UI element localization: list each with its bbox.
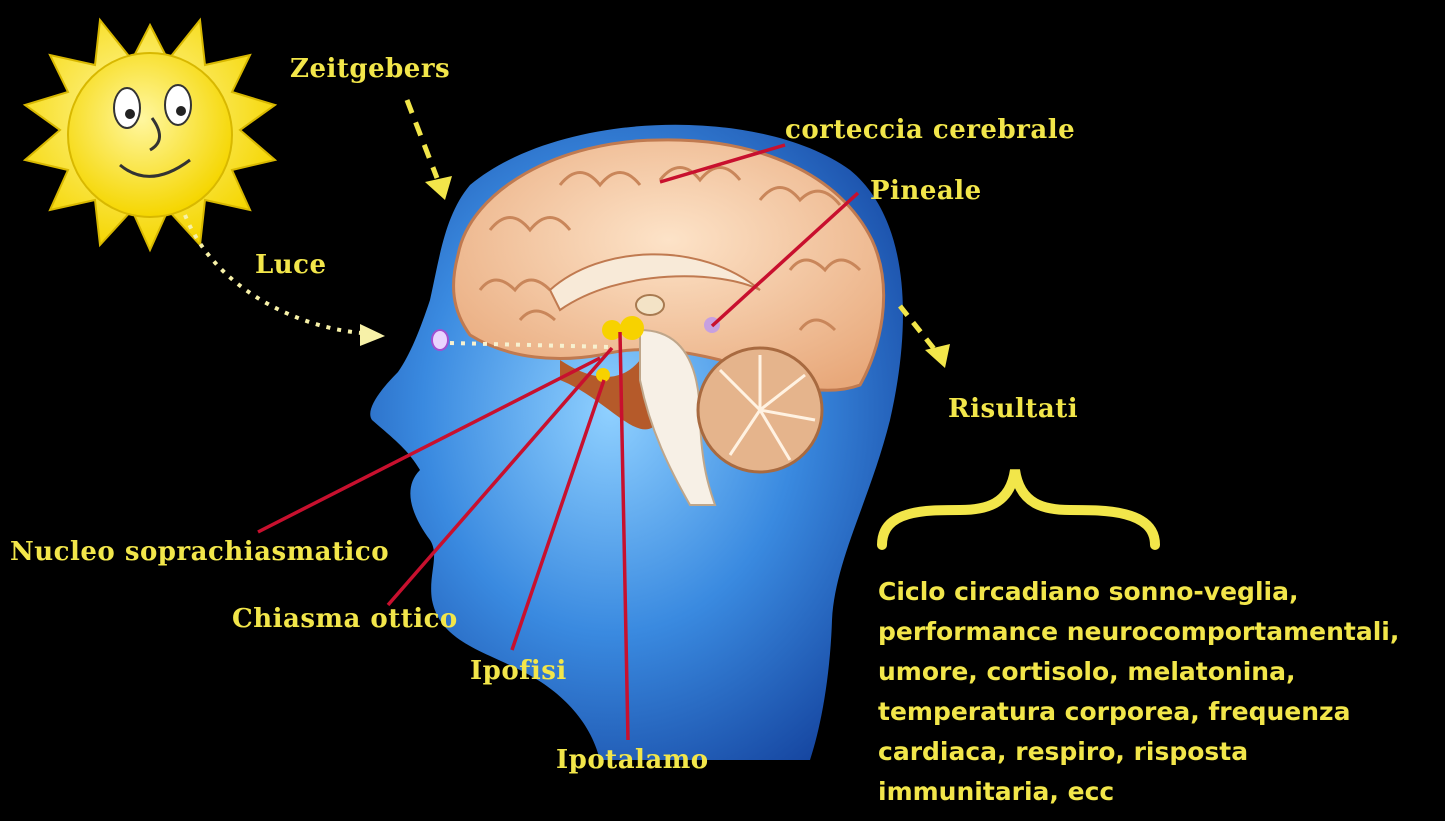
results-line: temperatura corporea, frequenza [878, 692, 1399, 732]
results-line: immunitaria, ecc [878, 772, 1399, 812]
label-ipofisi: Ipofisi [470, 656, 567, 686]
zeitgebers-arrow [407, 100, 452, 200]
results-list: Ciclo circadiano sonno-veglia, performan… [878, 572, 1399, 812]
label-ipotalamo: Ipotalamo [556, 745, 709, 775]
label-pineale: Pineale [870, 176, 982, 206]
label-chiasma-ottico: Chiasma ottico [232, 604, 458, 634]
results-line: cardiaca, respiro, risposta [878, 732, 1399, 772]
results-line: Ciclo circadiano sonno-veglia, [878, 572, 1399, 612]
results-brace [882, 470, 1155, 545]
label-zeitgebers: Zeitgebers [290, 54, 450, 84]
label-luce: Luce [255, 250, 327, 280]
eye-dot [432, 330, 448, 350]
label-risultati: Risultati [948, 394, 1078, 424]
label-corteccia-cerebrale: corteccia cerebrale [785, 115, 1075, 145]
results-line: performance neurocomportamentali, [878, 612, 1399, 652]
sun-eye-left [114, 88, 140, 128]
smiling-sun-icon [25, 20, 275, 250]
sun-eye-right [165, 85, 191, 125]
results-arrow [900, 306, 950, 368]
results-line: umore, cortisolo, melatonina, [878, 652, 1399, 692]
label-nucleo-soprachiasmatico: Nucleo soprachiasmatico [10, 537, 389, 567]
